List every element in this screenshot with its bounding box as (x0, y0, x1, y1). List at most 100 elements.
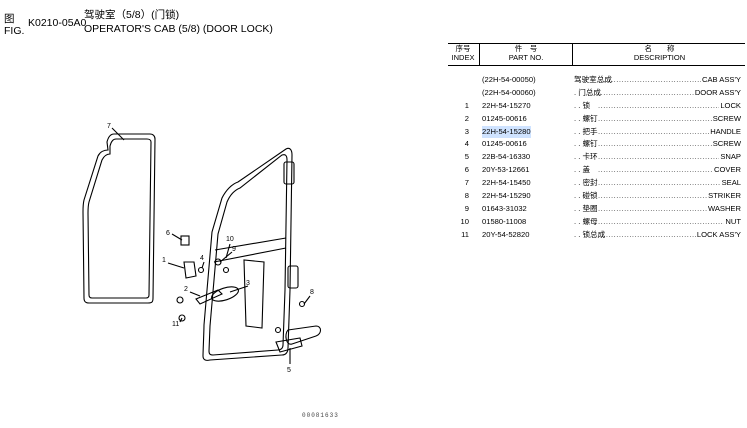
leader-4 (201, 261, 205, 269)
door-seal-inner (87, 138, 152, 299)
row-index: 1 (464, 100, 469, 110)
cover-part (180, 235, 190, 246)
row-desc-en: CAB ASS'Y (700, 74, 741, 87)
hinge-upper (283, 161, 295, 185)
row-part-no: 01245-00616 (482, 139, 527, 149)
row-desc-en: HANDLE (709, 125, 741, 139)
row-index: 9 (464, 203, 469, 213)
hinge-lower (287, 265, 299, 289)
header-part-no: 件 号 PART NO. (479, 44, 572, 65)
header-index: 序号 INDEX (448, 44, 478, 65)
row-desc-en: SNAP (719, 151, 741, 165)
row-desc-cn: 驾驶室总成 (574, 75, 612, 84)
parts-table: 序号 INDEX 件 号 PART NO. 名 称 DESCRIPTION (2… (448, 43, 745, 242)
handle-cutout (211, 286, 239, 302)
callout-label: 3 (246, 280, 250, 287)
fig-label-cn: 图 (4, 13, 15, 25)
row-desc-cn: . . 螺钉 (574, 139, 598, 149)
screw-part (197, 266, 205, 274)
row-desc-en: SCREW (711, 112, 741, 126)
row-leader-dots: ........................................… (598, 216, 741, 226)
row-desc-cn: . . 碰锁 (574, 191, 598, 201)
lock-assy-part (275, 337, 303, 353)
row-leader-dots: ........................................… (598, 126, 741, 136)
striker-part (285, 325, 322, 345)
header-index-en: INDEX (451, 53, 475, 62)
row-leader-dots: ........................................… (598, 229, 741, 239)
row-desc-en: SEAL (720, 177, 741, 191)
row-leader-dots: ........................................… (598, 203, 741, 213)
leader-3 (229, 285, 249, 293)
door-frame-inner (208, 154, 288, 356)
callout-label: 10 (226, 236, 234, 243)
row-part-no: 22H-54-15270 (482, 100, 531, 110)
row-part-no: 22H-54-15290 (482, 191, 531, 201)
leader-10 (225, 243, 231, 259)
row-desc-en: LOCK ASS'Y (695, 228, 741, 242)
nut-part (222, 266, 230, 274)
row-part-no: 22B-54-16330 (482, 152, 531, 162)
table-header: 序号 INDEX 件 号 PART NO. 名 称 DESCRIPTION (448, 43, 745, 66)
leader-7 (111, 127, 125, 141)
row-desc-cn: . . 螺钉 (574, 113, 598, 123)
row-leader-dots: ........................................… (598, 113, 741, 123)
row-desc-cn: . . 锁 (574, 100, 591, 110)
row-index: 5 (464, 152, 469, 162)
row-part-no: 01580-11008 (482, 216, 527, 226)
row-desc-en: NUT (724, 215, 741, 229)
row-leader-dots: ........................................… (598, 75, 741, 84)
lock-part (183, 261, 197, 279)
row-desc-en: LOCK (719, 99, 741, 113)
row-index: 6 (464, 165, 469, 175)
header-index-cn: 序号 (455, 44, 471, 53)
row-leader-dots: ........................................… (598, 178, 741, 188)
row-index: 10 (460, 216, 469, 226)
row-desc-cn: . . 卡环 (574, 152, 598, 162)
row-index: 11 (461, 229, 469, 239)
row-leader-dots: ........................................… (598, 100, 741, 110)
row-leader-dots: ........................................… (598, 191, 741, 201)
row-desc-cn: . . 盖 (574, 165, 591, 175)
page-title-cn: 驾驶室（5/8）(门锁) (84, 9, 180, 21)
callout-label: 6 (166, 230, 170, 237)
leader-11 (179, 317, 183, 323)
callout-label: 4 (200, 255, 204, 262)
row-desc-en: STRIKER (707, 190, 741, 203)
row-part-no: 01643-31032 (482, 203, 527, 213)
table-row: 5 22B-54-16330...........................… (448, 151, 745, 165)
row-leader-dots: ........................................… (598, 87, 741, 97)
callout-label: 8 (310, 289, 314, 296)
row-part-no: 22H-54-15450 (482, 178, 531, 188)
header-description: 名 称 DESCRIPTION (572, 44, 746, 65)
row-leader-dots: ........................................… (598, 152, 741, 162)
table-row: 10 01580-11008...........................… (448, 215, 745, 229)
leader-8 (303, 295, 311, 305)
snap-part (176, 296, 184, 304)
leader-9 (219, 251, 233, 263)
header-desc-cn: 名 称 (644, 44, 675, 53)
figure-code: K0210-05A0 (28, 17, 87, 29)
header-desc-en: DESCRIPTION (633, 53, 686, 62)
row-index: 2 (464, 113, 469, 123)
table-row: 1 22H-54-15270...........................… (448, 99, 745, 113)
row-desc-cn: . . 垫圈 (574, 203, 598, 213)
row-desc-en: WASHER (706, 202, 741, 216)
handle-part (195, 289, 223, 305)
row-leader-dots: ........................................… (598, 139, 741, 149)
fig-label-en: FIG. (4, 25, 25, 37)
washer-part (214, 258, 222, 266)
row-part-no: (22H-54-00060) (482, 87, 536, 97)
footer-code: 00081633 (302, 412, 339, 419)
striker-bolt-2 (274, 326, 282, 334)
door-window-line-2 (213, 247, 287, 263)
row-desc-cn: . . 螺母 (574, 216, 598, 226)
row-desc-en: DOOR ASS'Y (693, 86, 741, 100)
snap-part-2 (178, 314, 186, 322)
leader-1 (167, 262, 185, 269)
